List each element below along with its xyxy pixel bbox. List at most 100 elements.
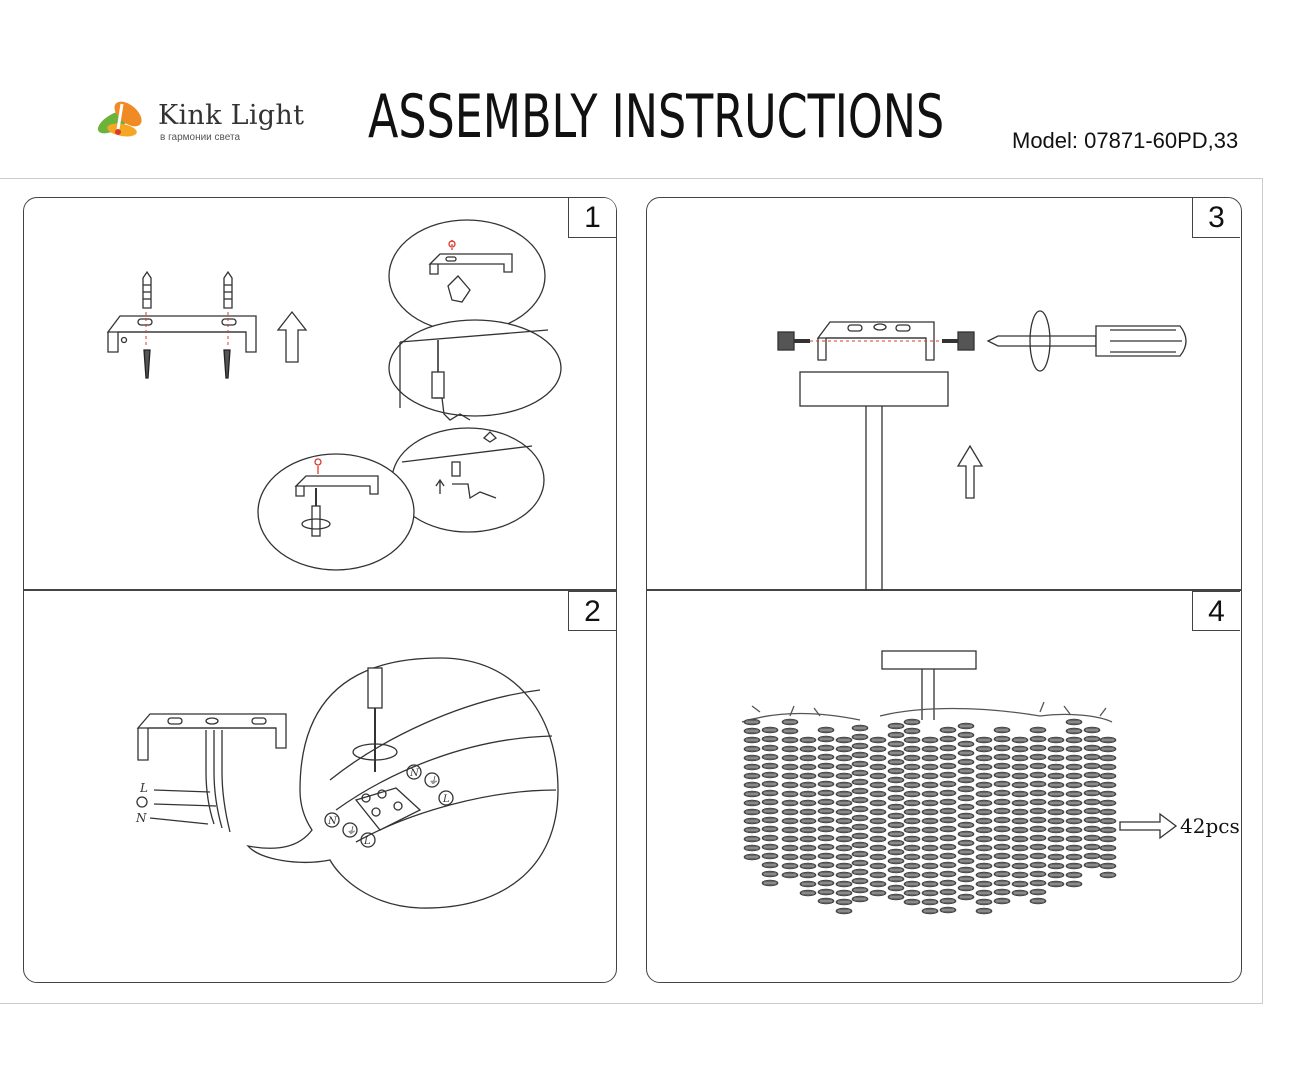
model-number: Model: 07871-60PD,33 [1012,128,1239,153]
crystal [743,817,761,825]
crystal [887,875,905,883]
crystal [835,898,853,906]
crystal [1029,843,1047,851]
crystal [975,835,993,843]
crystal [939,780,957,788]
crystal [761,744,779,752]
crystal [781,817,799,825]
screwdriver-icon [986,325,1187,357]
crystal [903,790,921,798]
crystal [1065,790,1083,798]
crystal [1029,744,1047,752]
crystal [975,763,993,771]
crystal [921,835,939,843]
crystal [939,897,957,905]
crystal [869,763,887,771]
crystal [957,812,975,820]
crystal [781,853,799,861]
crystal [993,897,1011,905]
crystal [869,844,887,852]
crystal [993,807,1011,815]
crystal [1065,853,1083,861]
crystal [903,871,921,879]
crystal [743,745,761,753]
crystal [851,850,869,858]
crystal [957,767,975,775]
crystal [1099,745,1117,753]
crystal [957,758,975,766]
crystal [1047,817,1065,825]
left-divider [23,589,617,591]
terminal-n-lower: N [327,816,338,827]
crystal [903,718,921,726]
crystal [903,736,921,744]
crystal [761,798,779,806]
crystal [903,772,921,780]
crystal [939,879,957,887]
brand-name: Kink Light [158,100,305,131]
crystal [939,888,957,896]
crystal [1029,771,1047,779]
crystal [781,745,799,753]
crystal [799,736,817,744]
crystal [743,763,761,771]
crystal [1099,781,1117,789]
crystal [781,772,799,780]
brand-logo: Kink Light в гармонии света [92,92,312,152]
crystal [887,884,905,892]
crystal [993,852,1011,860]
crystal [851,886,869,894]
crystal [851,760,869,768]
crystal [921,853,939,861]
crystal [939,825,957,833]
crystal [993,843,1011,851]
crystal [1099,799,1117,807]
crystal [781,781,799,789]
crystal [869,826,887,834]
crystal [743,772,761,780]
crystal [993,753,1011,761]
crystal [835,781,853,789]
crystal [761,807,779,815]
crystal [1011,790,1029,798]
crystal [1011,817,1029,825]
crystal [939,843,957,851]
crystal [1083,861,1101,869]
crystal [903,727,921,735]
crystal [1011,880,1029,888]
crystal [903,862,921,870]
crystal [957,722,975,730]
crystal [817,816,835,824]
crystal [887,893,905,901]
crystal [799,772,817,780]
crystal [921,736,939,744]
crystal [743,754,761,762]
crystal [761,780,779,788]
crystal [993,798,1011,806]
crystal [1083,771,1101,779]
crystal [869,808,887,816]
terminal-earth: ⏚ [428,776,438,787]
crystal [743,799,761,807]
crystal [1047,799,1065,807]
crystal [1047,754,1065,762]
crystal [817,861,835,869]
crystal [835,808,853,816]
crystal [743,781,761,789]
crystal [1011,799,1029,807]
crystal [1083,825,1101,833]
crystal [887,740,905,748]
crystal [975,880,993,888]
crystal [869,817,887,825]
crystal [1047,835,1065,843]
crystal [1083,807,1101,815]
crystal [1099,790,1117,798]
document-header: Kink Light в гармонии света ASSEMBLY INS… [0,0,1296,178]
crystal [851,841,869,849]
crystal [851,787,869,795]
crystal [869,781,887,789]
crystal [903,754,921,762]
crystal [869,853,887,861]
crystal-quantity: 42pcs [1180,814,1240,838]
crystal [835,880,853,888]
